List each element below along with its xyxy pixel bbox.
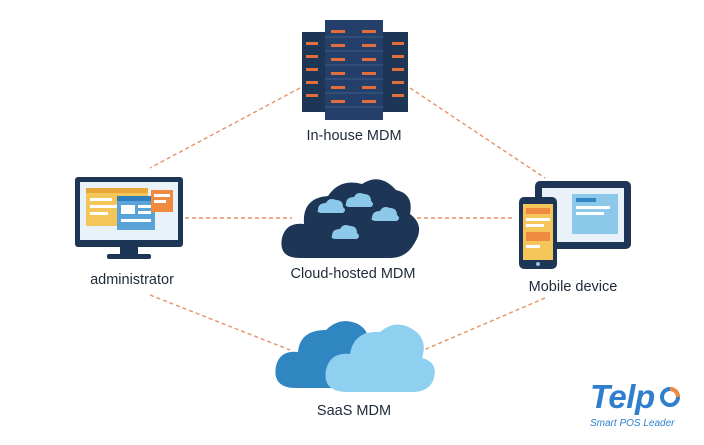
brand-tagline: Smart POS Leader [590, 418, 675, 429]
connector-lines [149, 87, 546, 356]
connector-inhouse-mobile [409, 87, 546, 179]
saas-cloud-icon [275, 321, 435, 392]
label-saas-mdm: SaaS MDM [316, 403, 392, 419]
connector-admin-saas [149, 294, 291, 351]
label-administrator: administrator [90, 272, 174, 288]
connector-mobile-saas [411, 297, 546, 356]
label-mobile-device: Mobile device [528, 279, 618, 295]
label-cloud-hosted-mdm: Cloud-hosted MDM [290, 266, 416, 282]
label-inhouse-mdm: In-house MDM [306, 128, 402, 144]
mobile-device-icon [519, 181, 631, 269]
brand-name: Telp [590, 378, 655, 415]
connector-inhouse-admin [149, 87, 301, 169]
brand-o-ring-icon [660, 387, 680, 407]
desktop-monitor-icon [75, 177, 183, 259]
dark-cloud-icon [281, 179, 420, 258]
server-rack-icon [302, 20, 408, 120]
telpo-logo: Telp Smart POS Leader [588, 378, 698, 440]
